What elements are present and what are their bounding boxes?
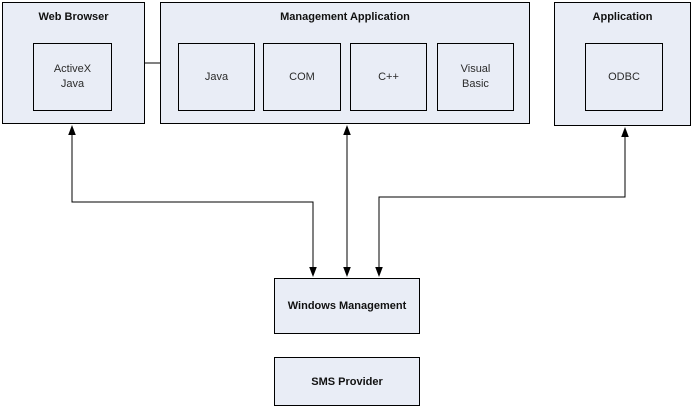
odbc-label: ODBC bbox=[608, 70, 640, 83]
box-cpp: C++ bbox=[350, 43, 427, 111]
arrowhead-down-icon bbox=[343, 267, 351, 277]
box-odbc: ODBC bbox=[585, 43, 663, 111]
arrowhead-down-icon bbox=[375, 267, 383, 277]
connector-windows-management-management-application bbox=[343, 125, 351, 277]
management-application-title: Management Application bbox=[280, 11, 410, 23]
connector-path bbox=[71, 134, 314, 269]
application-title: Application bbox=[592, 11, 653, 23]
java-label: Java bbox=[204, 70, 229, 83]
visual-basic-label: Visual Basic bbox=[460, 63, 491, 90]
sms-provider-title: SMS Provider bbox=[311, 375, 383, 388]
box-visual-basic: Visual Basic bbox=[437, 43, 514, 111]
web-browser-title: Web Browser bbox=[38, 11, 109, 23]
cpp-label: C++ bbox=[378, 70, 399, 83]
connector-windows-management-web-browser bbox=[68, 125, 317, 277]
activex-java-label: ActiveX Java bbox=[53, 63, 92, 90]
box-windows-management: Windows Management bbox=[274, 278, 420, 334]
connector-windows-management-application bbox=[375, 127, 629, 277]
arrowhead-up-icon bbox=[68, 125, 76, 135]
arrowhead-up-icon bbox=[621, 127, 629, 137]
arrowhead-down-icon bbox=[309, 267, 317, 277]
arrowhead-up-icon bbox=[343, 125, 351, 135]
com-label: COM bbox=[289, 70, 315, 83]
box-com: COM bbox=[263, 43, 341, 111]
box-sms-provider: SMS Provider bbox=[274, 357, 420, 406]
box-activex-java: ActiveX Java bbox=[33, 43, 112, 111]
connector-path bbox=[378, 136, 626, 269]
box-java: Java bbox=[178, 43, 255, 111]
windows-management-title: Windows Management bbox=[287, 300, 407, 312]
